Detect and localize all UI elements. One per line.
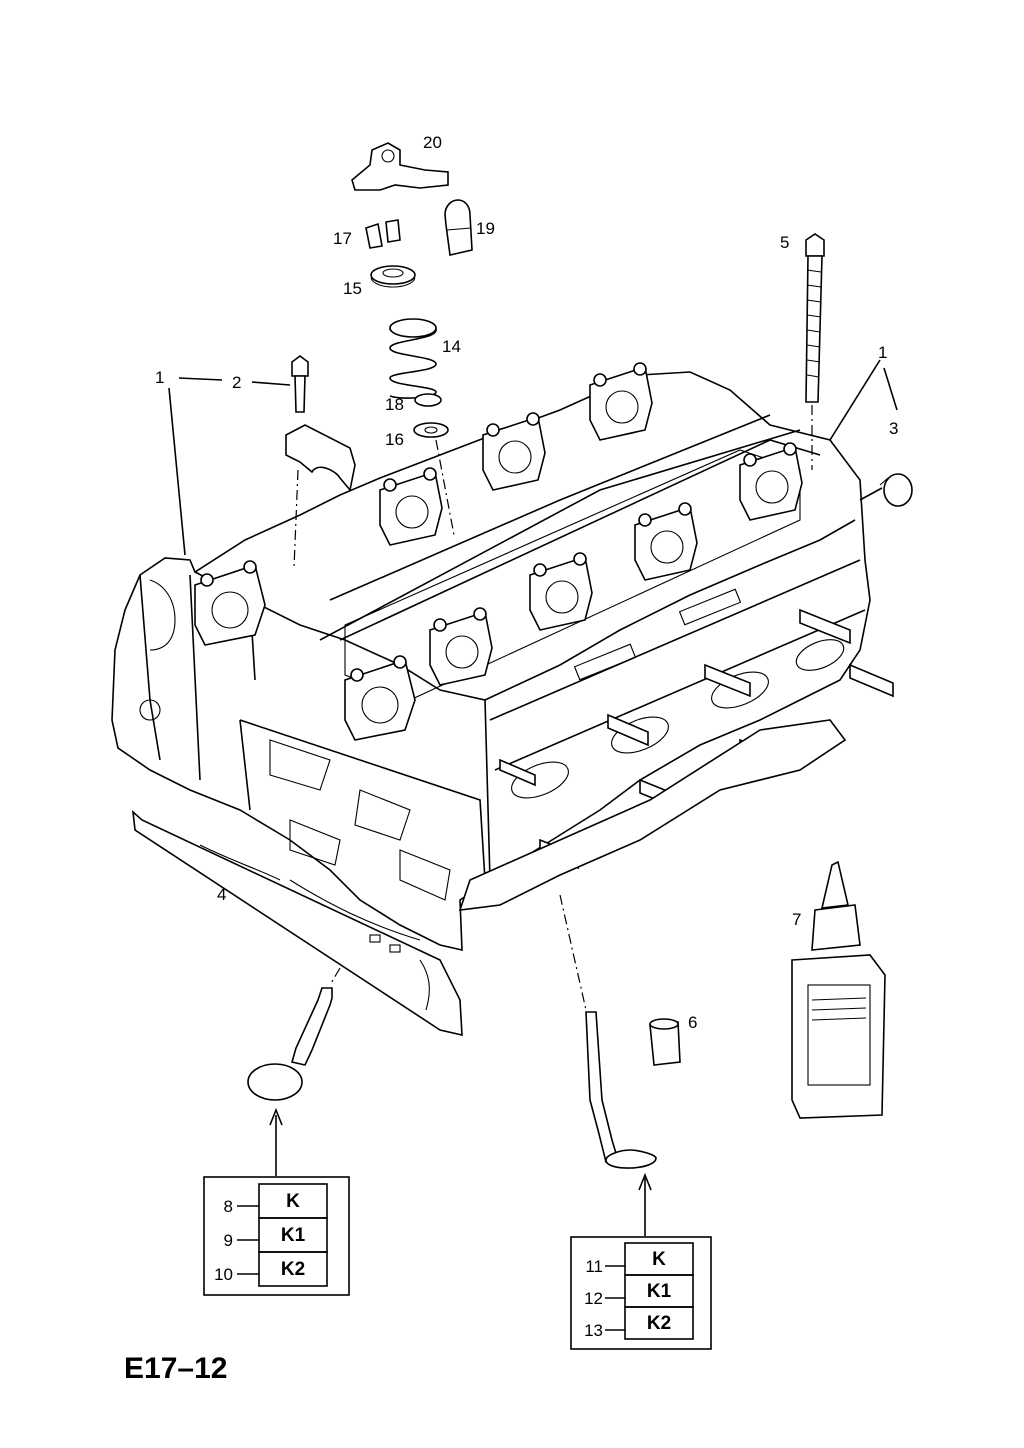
sealant-bottle [791,860,886,1119]
legend-left-label-k2: K2 [281,1259,305,1280]
hydraulic-tappet [444,199,473,256]
legend-left-num-8: 8 [224,1197,233,1216]
callout-6: 6 [688,1013,697,1032]
valve-keepers [365,219,401,249]
leader-lines [168,359,898,1236]
sealing-plug [879,473,913,507]
callout-15: 15 [343,279,362,298]
camshaft-cap-bolt [291,355,309,413]
legend-right-num-13: 13 [584,1321,603,1340]
callout-18: 18 [385,395,404,414]
spring-seat [413,422,449,438]
legend-left-label-k: K [286,1191,300,1212]
valve-stem-seal [414,393,442,407]
bearing-caps [194,362,803,741]
callout-labels: 20 19 17 15 14 18 16 1 2 5 1 3 4 7 6 [155,133,898,1032]
callout-14: 14 [442,337,461,356]
head-bolt [805,233,825,403]
callout-16: 16 [385,430,404,449]
callout-2: 2 [232,373,241,392]
legend-left-label-k1: K1 [281,1225,306,1246]
callout-17: 17 [333,229,352,248]
callout-1-right: 1 [878,343,887,362]
valve-spring [389,318,437,399]
legend-right-num-12: 12 [584,1289,603,1308]
camshaft-bearing-cap [285,424,356,492]
callout-5: 5 [780,233,789,252]
intake-valve [247,987,333,1101]
spring-retainer [370,265,416,288]
exhaust-valve-legend: 11 12 13 K K1 K2 [570,1236,712,1350]
callout-1-left: 1 [155,368,164,387]
legend-right-label-k2: K2 [647,1313,671,1334]
diagram-code: E17–12 [124,1352,227,1385]
callout-7: 7 [792,910,801,929]
head-gasket [131,719,847,1037]
cylinder-head [111,362,894,952]
callout-20: 20 [423,133,442,152]
legend-left-num-9: 9 [224,1231,233,1250]
legend-right-label-k1: K1 [647,1281,672,1302]
intake-valve-legend: 8 9 10 K K1 K2 [203,1176,350,1296]
callout-3: 3 [889,419,898,438]
callout-4: 4 [217,885,226,904]
legend-right-label-k: K [652,1249,666,1270]
legend-left-num-10: 10 [214,1265,233,1284]
valve-guide-sleeve [649,1018,681,1066]
callout-19: 19 [476,219,495,238]
rocker-arm [351,142,449,191]
exhaust-valve [585,1011,657,1169]
legend-right-num-11: 11 [585,1257,603,1276]
